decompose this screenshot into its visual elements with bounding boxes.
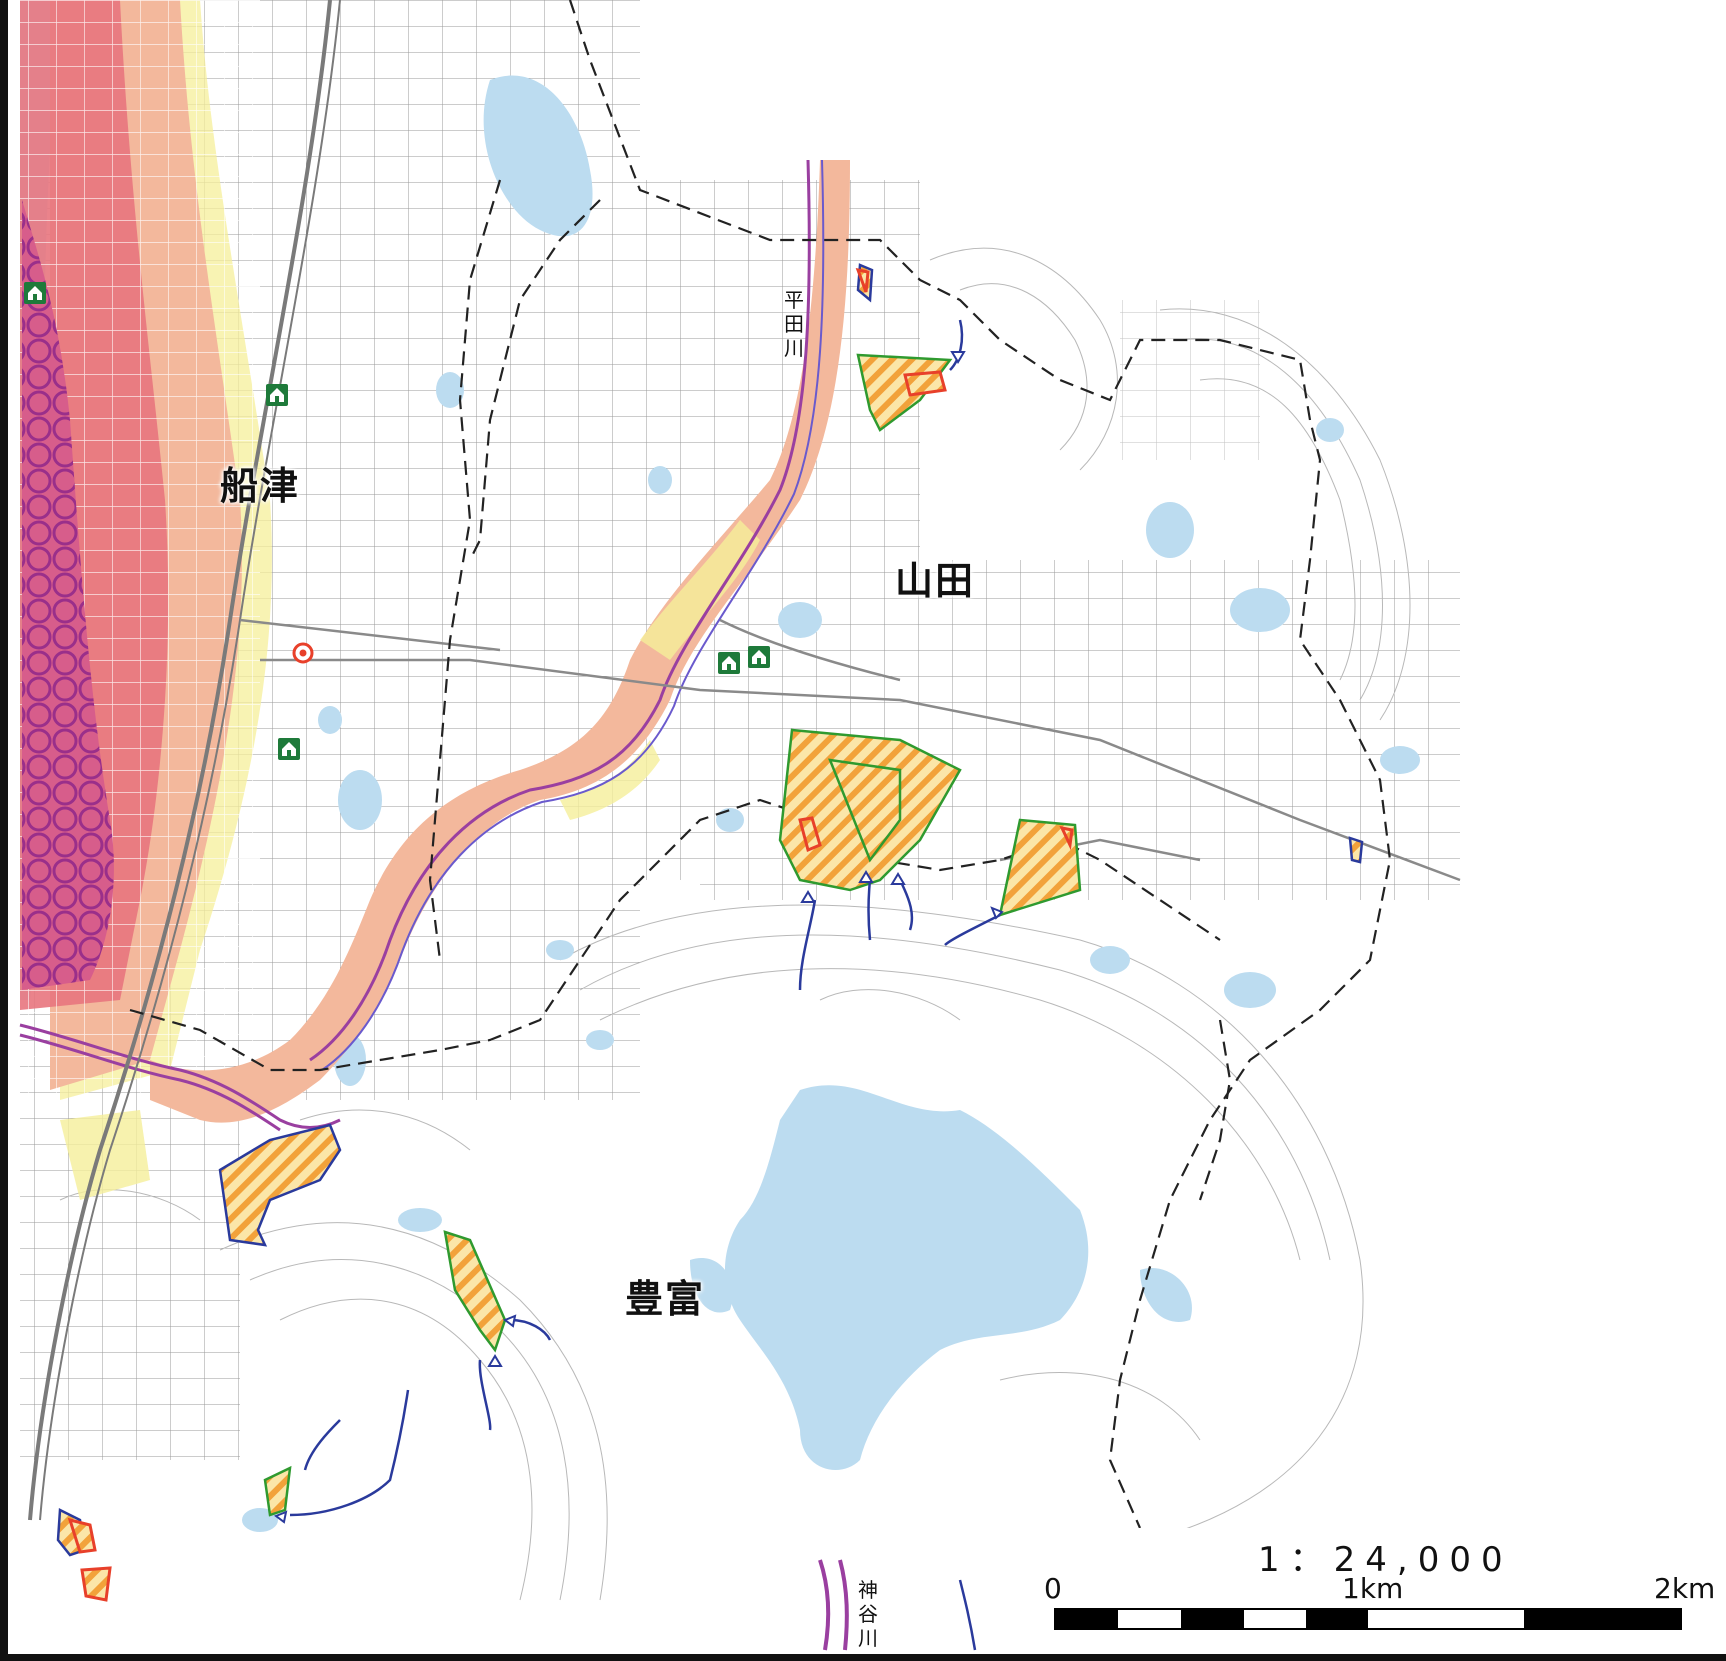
- shelter-icon: [278, 738, 300, 760]
- scale-ratio: 1：24,000: [1258, 1540, 1513, 1580]
- railway: [28, 0, 341, 1521]
- river-label-kamiya: 神谷川: [858, 1578, 878, 1650]
- stream-arrows: [273, 351, 1004, 1524]
- shelter-icons: [24, 282, 770, 760]
- steep-slope-zones: [67, 268, 1074, 1602]
- landslide-zones: [263, 353, 1082, 1517]
- facility-circle-icon: [292, 642, 314, 664]
- scale-tick-zero: 0: [1044, 1572, 1062, 1605]
- reservoir-main: [725, 1085, 1089, 1470]
- scale-segment: [1056, 1610, 1118, 1628]
- channel-hatched-west: [22, 200, 114, 990]
- flood-zones: [20, 0, 850, 1200]
- scale-segment: [1368, 1610, 1524, 1628]
- admin-boundaries: [129, 0, 1392, 1529]
- scale-tick-2km: 2km: [1654, 1572, 1716, 1605]
- scale-tick-1km: 1km: [1342, 1572, 1404, 1605]
- place-label-toyotomi: 豊富: [625, 1277, 706, 1321]
- scale-segment: [1306, 1610, 1368, 1628]
- pond-north: [483, 75, 593, 237]
- contour-terrain: [59, 247, 1411, 1601]
- shelter-icon: [718, 652, 740, 674]
- scale-segment: [1524, 1610, 1680, 1628]
- scale-bar: [1054, 1608, 1682, 1630]
- shelter-icon: [266, 384, 288, 406]
- scale-panel: 1：24,000 0 1km 2km: [1030, 1528, 1726, 1651]
- scale-segment: [1244, 1610, 1306, 1628]
- place-label-funatsu: 船津: [220, 464, 301, 508]
- scale-segment: [1118, 1610, 1181, 1628]
- river-label-hirata: 平田川: [784, 288, 804, 360]
- river-channel: [19, 159, 849, 1651]
- scale-segment: [1181, 1610, 1244, 1628]
- place-label-yamada: 山田: [895, 559, 976, 603]
- map-frame-left: [0, 0, 8, 1661]
- map-frame-bottom: [0, 1654, 1726, 1661]
- shelter-icon: [748, 646, 770, 668]
- shelter-icon: [24, 282, 46, 304]
- roads: [239, 618, 1461, 882]
